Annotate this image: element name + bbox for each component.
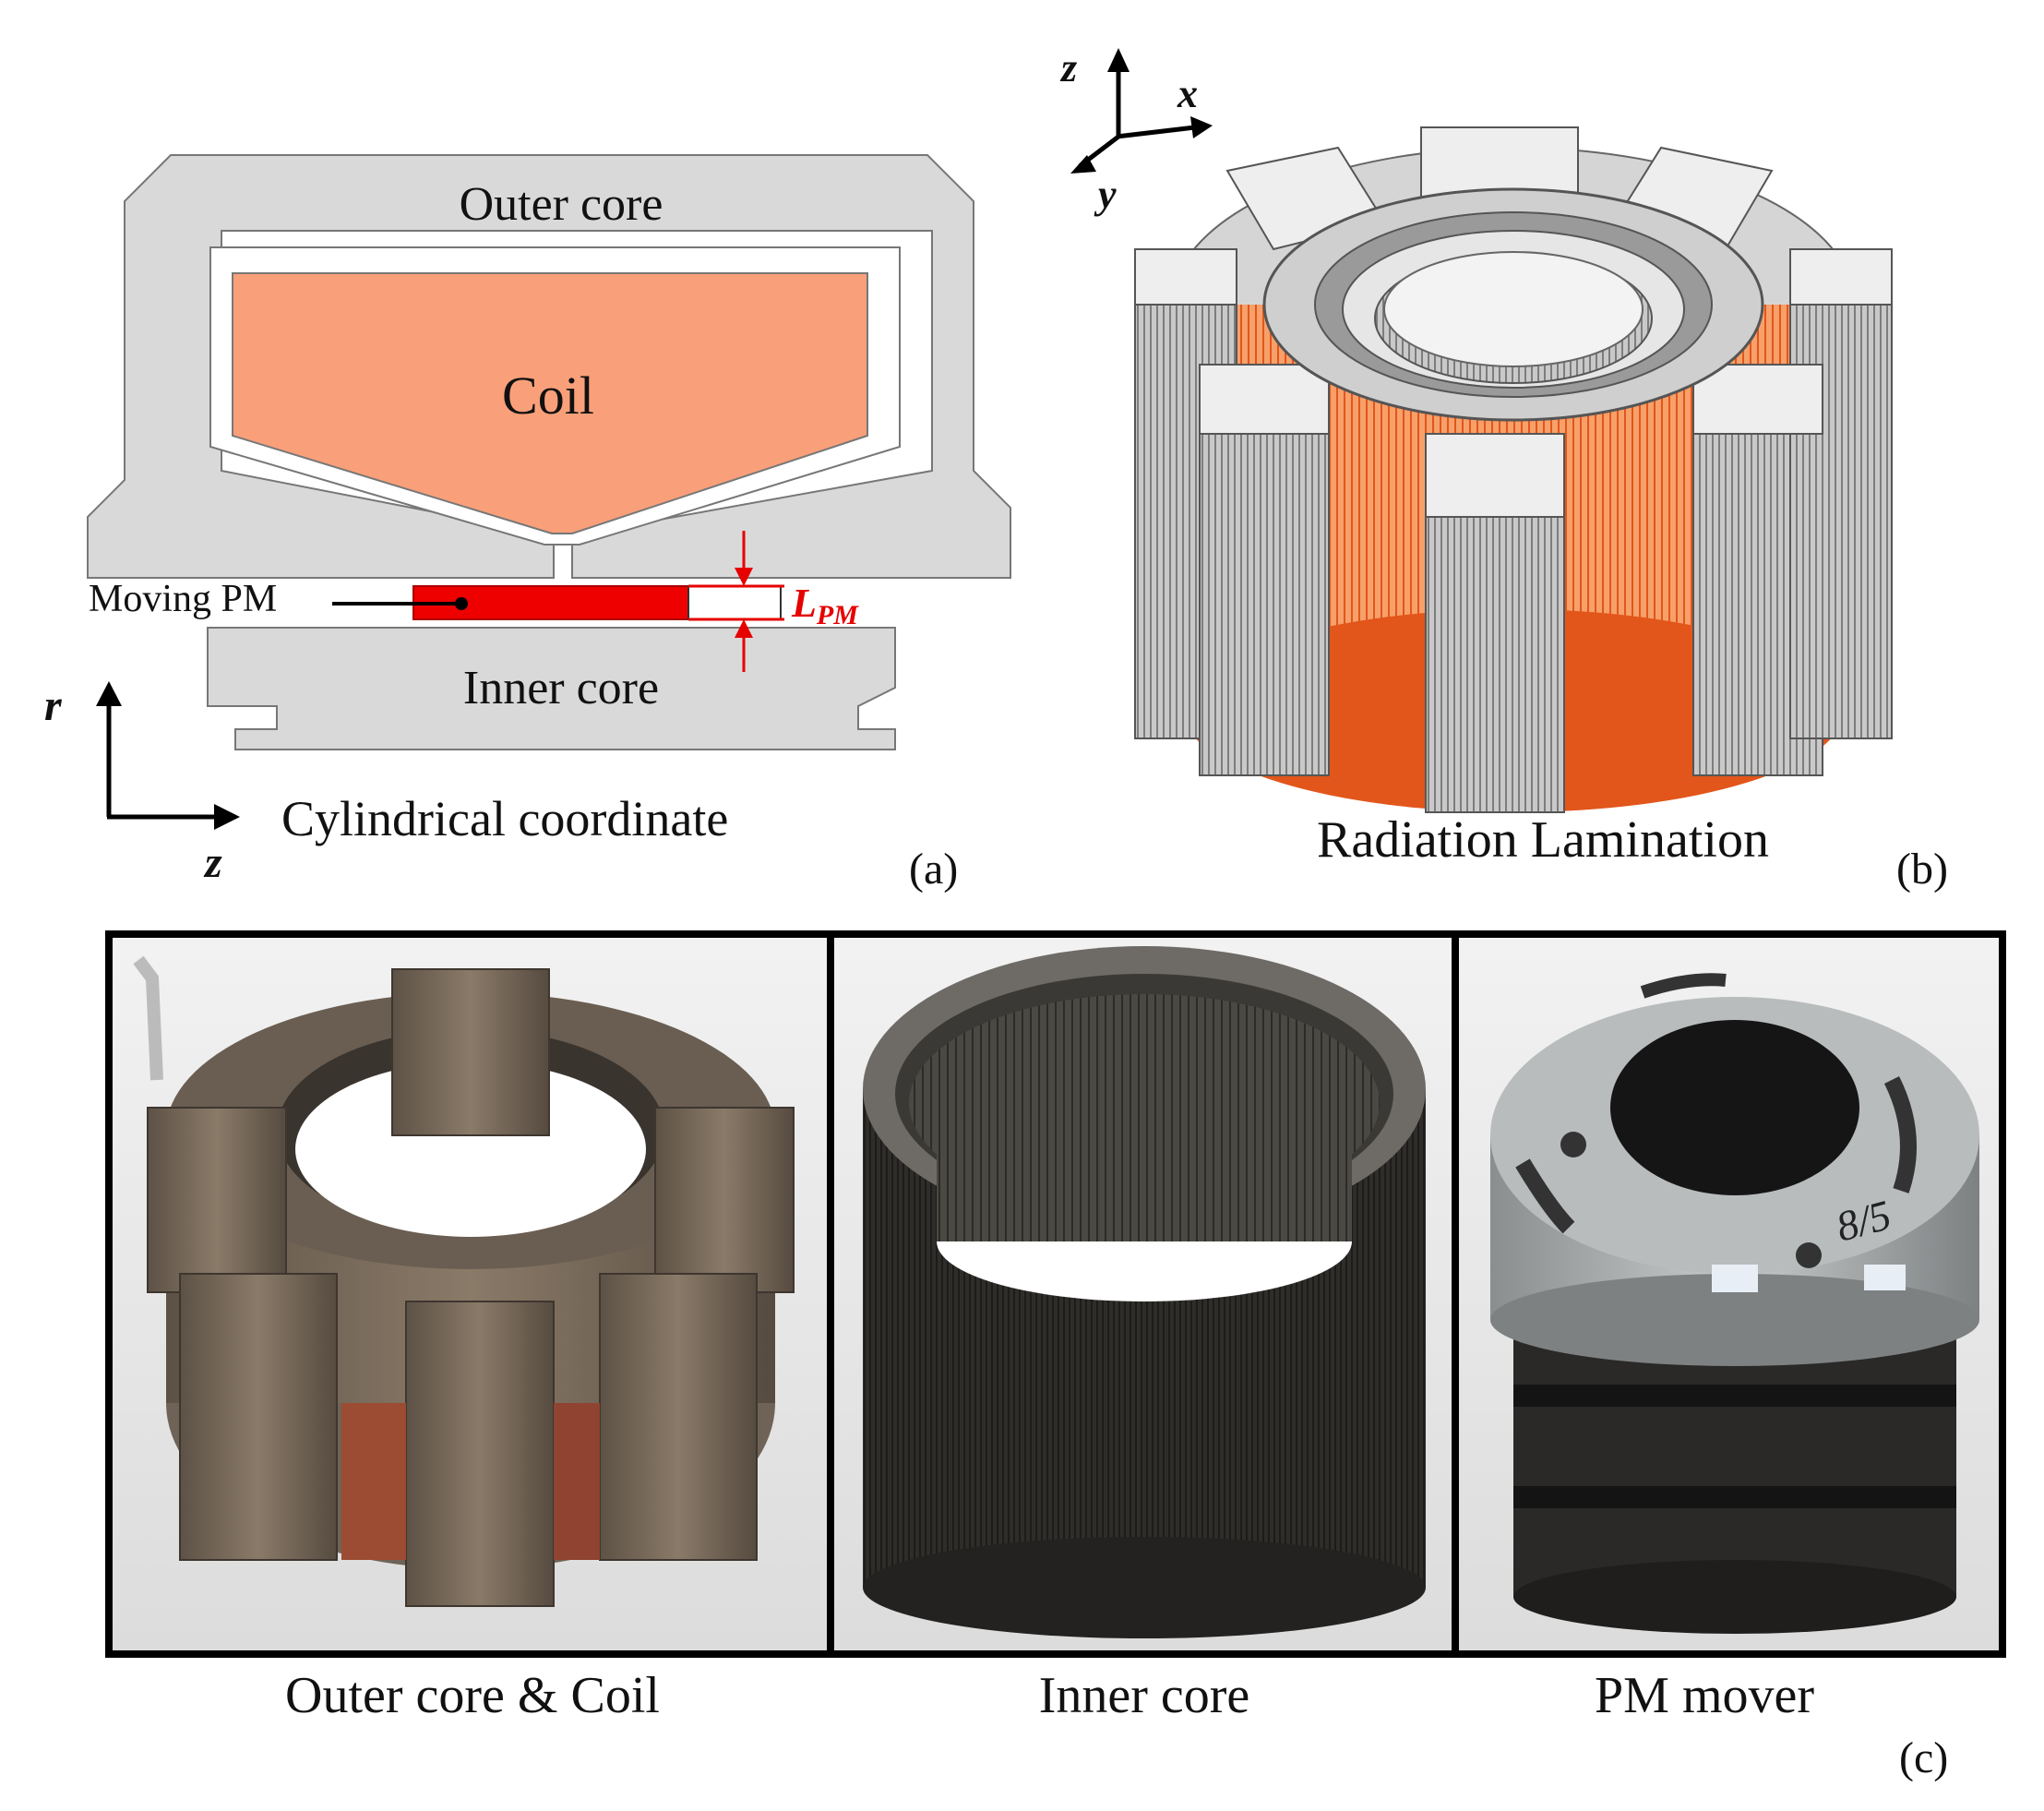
panel-b-label: (b) xyxy=(1896,845,1948,894)
axis-z-label: z xyxy=(203,838,222,887)
panel-a: Outer core Coil Moving PM LPM Inner core… xyxy=(44,154,1011,894)
panel-c: 8/5 Outer core & Coil Inner core PM move… xyxy=(105,930,2006,1782)
inner-core-shape xyxy=(207,627,896,750)
coord-caption: Cylindrical coordinate xyxy=(281,791,728,846)
panel-c-label: (c) xyxy=(1899,1733,1948,1782)
lpm-label: LPM xyxy=(791,581,859,630)
lpm-label-main: L xyxy=(791,581,817,626)
photo-pm-mover: 8/5 xyxy=(1459,938,1999,1650)
cylindrical-axis xyxy=(96,681,240,830)
pm-mover-caption: PM mover xyxy=(1595,1667,1814,1724)
moving-pm-label: Moving PM xyxy=(89,578,277,620)
panel-a-label: (a) xyxy=(909,845,958,894)
outer-core-coil-caption: Outer core & Coil xyxy=(285,1667,660,1724)
photo-inner-core xyxy=(834,938,1452,1650)
axis-x-3d-label: x xyxy=(1177,71,1198,116)
coil-shape xyxy=(232,272,868,534)
lpm-dimension xyxy=(688,531,784,672)
outer-core-shape xyxy=(87,154,1011,579)
photo-outer-core-coil xyxy=(113,938,827,1650)
coil-label: Coil xyxy=(502,366,594,426)
radiation-lamination-caption: Radiation Lamination xyxy=(1317,811,1769,869)
axis-r-label: r xyxy=(44,681,63,730)
xyz-axis xyxy=(1070,48,1213,174)
photo-frame xyxy=(105,930,2006,1658)
inner-core-caption: Inner core xyxy=(1039,1667,1250,1724)
axis-z-3d-label: z xyxy=(1059,45,1077,90)
axis-y-3d-label: y xyxy=(1094,172,1117,217)
panel-b: z x y xyxy=(1059,45,1948,894)
radiation-lamination-model xyxy=(1134,126,1893,813)
lpm-label-sub: PM xyxy=(816,600,859,630)
inner-core-label: Inner core xyxy=(463,662,659,714)
outer-core-label: Outer core xyxy=(460,178,663,231)
